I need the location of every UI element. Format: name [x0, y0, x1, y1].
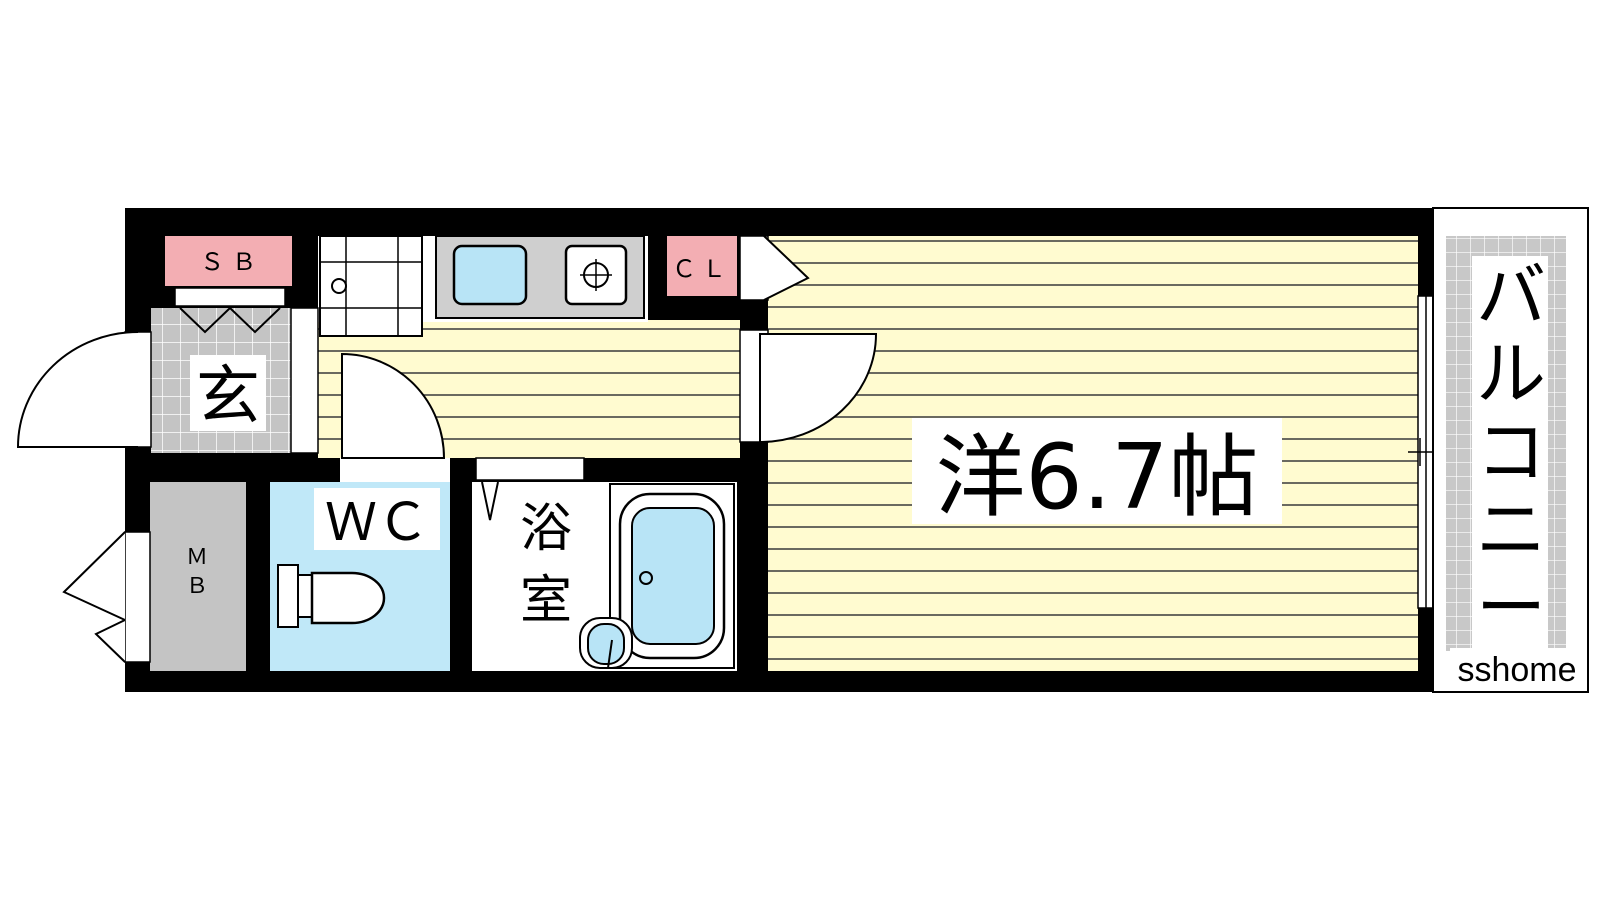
meter-box-label-1: Ｍ	[186, 545, 208, 570]
balcony-label-4: ニ	[1476, 489, 1546, 571]
refrigerator	[319, 235, 423, 337]
shoe-box-shelf	[174, 287, 286, 307]
closet-label: ＣＬ	[672, 255, 732, 283]
shoe-box-label: ＳＢ	[200, 248, 264, 276]
meter-box-doors	[62, 531, 151, 663]
closet	[667, 236, 737, 296]
wash-basin	[579, 617, 633, 669]
western-room-label: 洋6.7帖	[935, 425, 1258, 530]
entrance-label: 玄	[196, 360, 260, 434]
wc-door	[341, 352, 446, 459]
watermark-bg	[1450, 648, 1586, 690]
balcony-label-5: ー	[1476, 567, 1546, 649]
front-door	[16, 331, 152, 448]
room-door	[759, 333, 878, 444]
shoe-box	[165, 236, 292, 286]
wc-label: ＷＣ	[325, 493, 429, 553]
bath-label-1: 浴	[520, 499, 572, 559]
kitchen-counter	[435, 235, 645, 319]
sink	[452, 244, 528, 306]
balcony-label-3: コ	[1476, 411, 1546, 493]
balcony-label-1: バ	[1476, 255, 1546, 337]
bathtub	[609, 483, 735, 669]
meter-box	[150, 482, 246, 671]
meter-box-label-2: Ｂ	[186, 574, 208, 599]
toilet-icon	[277, 564, 386, 628]
bath-label-2: 室	[520, 571, 572, 631]
watermark-logo: sshome	[1457, 651, 1576, 689]
entrance-label-bg	[190, 355, 266, 431]
western-label-bg	[912, 418, 1282, 524]
balcony-label-2: ル	[1476, 333, 1546, 415]
